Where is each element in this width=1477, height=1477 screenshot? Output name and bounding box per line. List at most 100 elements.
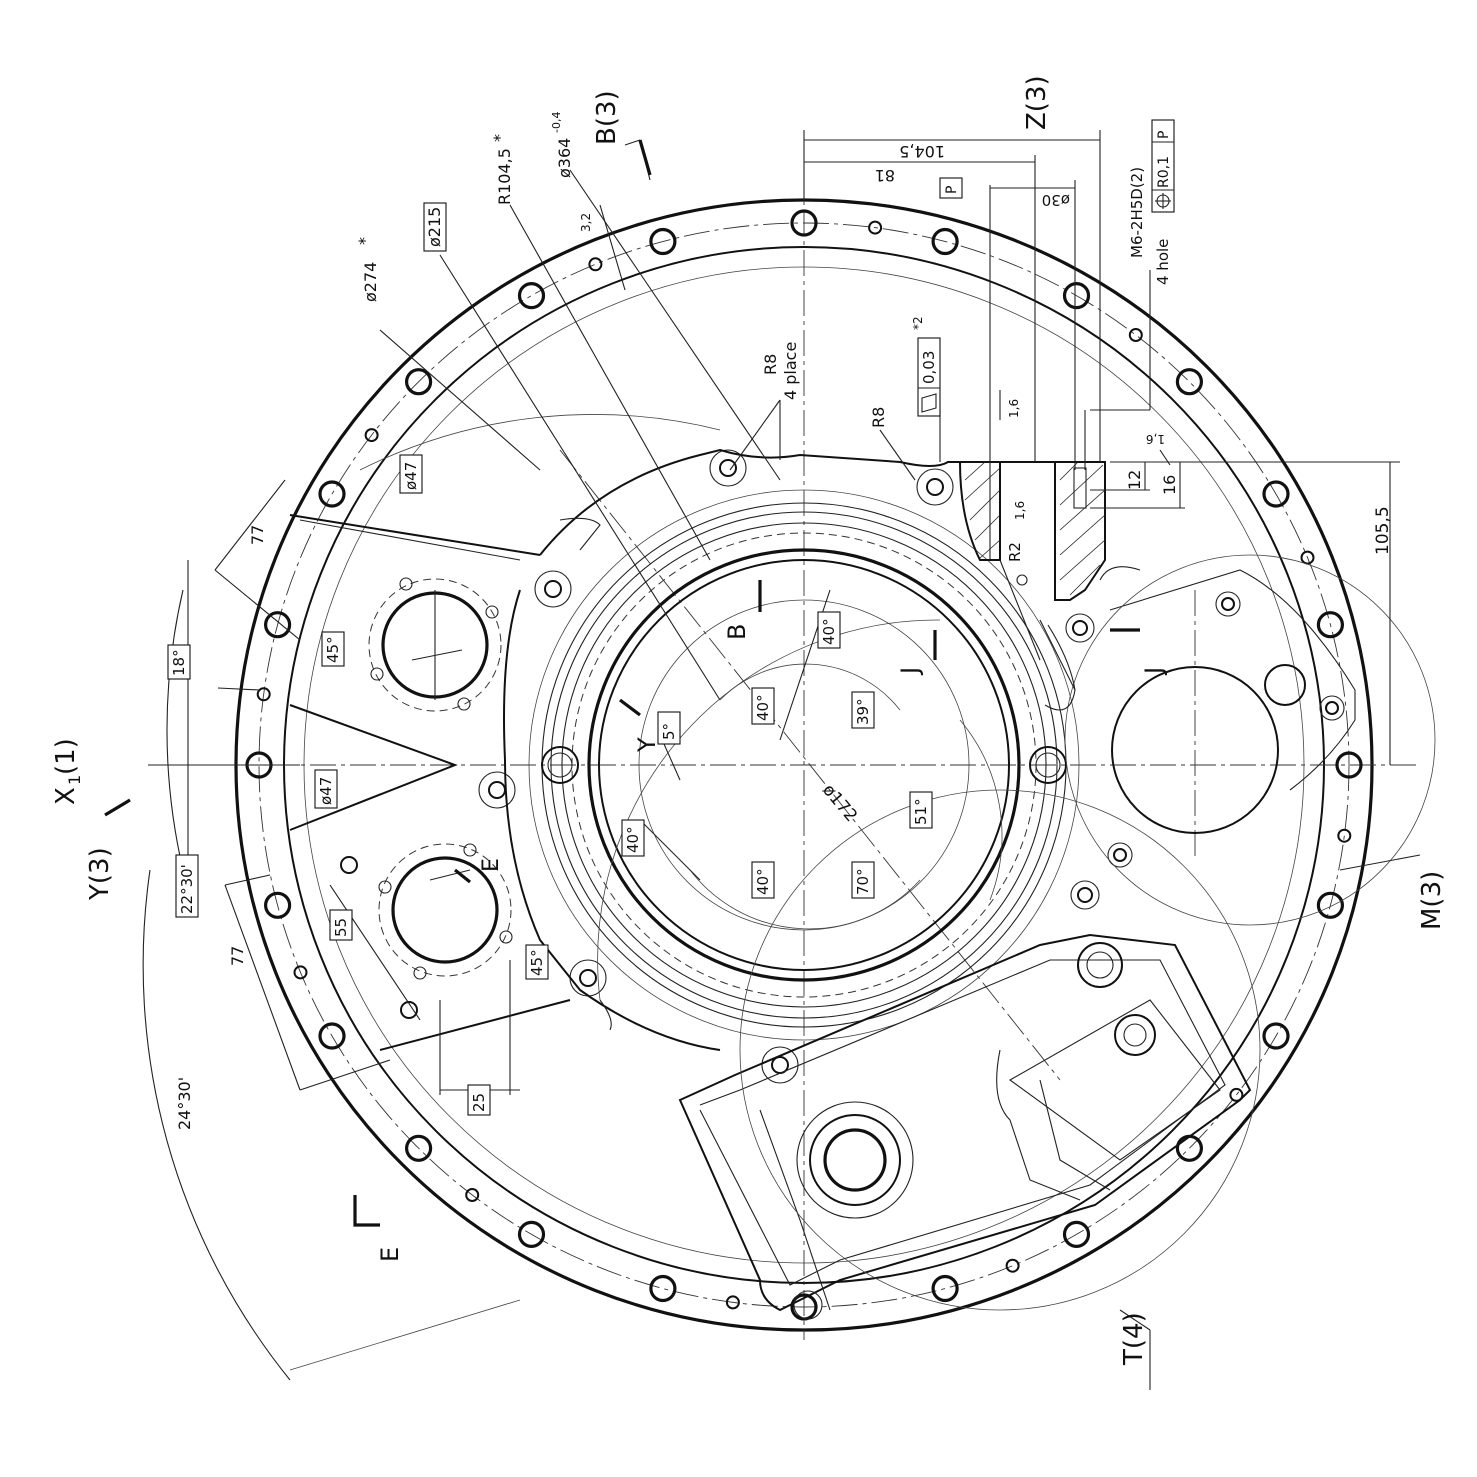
- dim-40-deg-b: 40°: [754, 694, 772, 721]
- bolt-hole: [931, 1274, 959, 1303]
- dim-r104-star: *: [490, 134, 509, 142]
- pilot-hole: [868, 220, 883, 235]
- datum-p-box: P: [944, 186, 960, 194]
- section-arrows: [104, 139, 1140, 1227]
- dim-24-30: 24°30': [175, 1077, 194, 1130]
- bolt-hole: [405, 1134, 433, 1162]
- dim-77-top: 77: [248, 525, 267, 545]
- bolt-hole: [931, 227, 959, 256]
- label-section-b: B: [723, 624, 751, 640]
- dim-81: 81: [875, 166, 895, 185]
- dim-25: 25: [470, 1093, 488, 1112]
- label-section-y: Y: [633, 737, 661, 753]
- dim-51-deg: 51°: [912, 798, 930, 825]
- bolt-hole: [264, 611, 292, 639]
- construction-arcs: [289, 414, 1003, 1371]
- bolt-hole: [790, 209, 818, 237]
- bolt-holes: [245, 209, 1363, 1321]
- pilot-hole: [293, 965, 308, 980]
- dim-r104: R104,5: [495, 148, 514, 205]
- label-section-e: E: [376, 1247, 404, 1262]
- pilot-hole: [725, 1295, 740, 1310]
- radius-r8-4place-note: 4 place: [781, 342, 800, 400]
- dimension-lines: [142, 130, 1421, 1390]
- center-lines: [150, 130, 1420, 1340]
- bolt-hole: [318, 480, 346, 508]
- bolt-hole: [1175, 368, 1204, 396]
- pump-body: [678, 789, 1261, 1320]
- dim-104-5: 104,5: [899, 142, 945, 161]
- dim-45-top: 45°: [324, 636, 342, 663]
- bolt-hole: [264, 891, 292, 919]
- pilot-hole: [364, 428, 379, 443]
- hole-count: 4 hole: [1154, 239, 1172, 285]
- bolt-hole: [318, 1022, 346, 1050]
- radius-r8-4place: R8: [761, 354, 780, 375]
- label-section-e-top: E: [479, 858, 504, 872]
- dim-55: 55: [332, 918, 350, 937]
- label-section-j-left: J: [896, 667, 924, 676]
- label-z3: Z(3): [1022, 75, 1052, 130]
- bolt-hole: [790, 1293, 818, 1321]
- bolt-hole: [517, 282, 546, 310]
- dim-18-deg: 18°: [170, 649, 188, 676]
- radius-r2: R2: [1006, 542, 1024, 562]
- dim-d30: ø30: [1042, 191, 1070, 209]
- pilot-hole: [1005, 1258, 1020, 1273]
- bolt-hole: [1262, 1022, 1290, 1050]
- dim-40-deg-c: 40°: [624, 826, 642, 853]
- pilot-hole: [1128, 328, 1143, 342]
- dim-d274-star: *: [355, 237, 374, 245]
- dim-12: 12: [1125, 470, 1144, 490]
- pilot-hole: [1229, 1087, 1244, 1102]
- central-bore: [528, 489, 1080, 1041]
- bolt-hole: [1316, 891, 1345, 919]
- dim-d47-bottom: ø47: [317, 777, 335, 805]
- pilot-hole: [465, 1188, 480, 1202]
- radius-r8: R8: [869, 407, 888, 428]
- rough-1-6-c: 1,6: [1146, 432, 1165, 446]
- bolt-hole: [1062, 282, 1091, 310]
- thread-spec: M6-2H5D(2): [1128, 167, 1146, 258]
- position-datum: P: [1156, 131, 1172, 139]
- dim-40-deg-a: 40°: [820, 618, 838, 645]
- label-x1: X: [51, 787, 81, 805]
- dim-d274: ø274: [361, 262, 380, 302]
- label-x1-sub: 1: [65, 775, 84, 785]
- port-bottom: [340, 843, 513, 1019]
- pilot-hole: [588, 257, 603, 272]
- bolt-hole: [517, 1220, 546, 1249]
- bolt-hole: [1335, 751, 1363, 779]
- side-bore: [1064, 554, 1436, 926]
- dim-d215: ø215: [425, 207, 444, 247]
- label-t4: T(4): [1119, 1312, 1149, 1366]
- bolt-hole: [649, 227, 677, 256]
- bolt-hole: [405, 368, 433, 396]
- reference-labels: X 1 (1) Y(3) B(3) Z(3) M(3) T(4) E E B Y…: [51, 75, 1447, 1366]
- dim-16: 16: [1160, 475, 1179, 495]
- dim-d364: ø364: [555, 138, 574, 178]
- dim-d47-top: ø47: [402, 462, 420, 490]
- flatness-note: *2: [911, 316, 925, 330]
- label-y3: Y(3): [85, 847, 115, 901]
- dim-105-5: 105,5: [1373, 506, 1393, 555]
- pilot-hole: [256, 687, 271, 702]
- dimension-labels: ø274 * ø215 R104,5 * ø364 -0,4 3,2 104,5…: [167, 112, 1393, 1130]
- bolt-hole: [1062, 1220, 1091, 1249]
- rough-3-2: 3,2: [579, 213, 593, 232]
- rough-1-6-a: 1,6: [1007, 399, 1021, 418]
- position-tolerance: R0,1: [1156, 156, 1172, 188]
- bolt-hole: [649, 1274, 677, 1303]
- pilot-hole: [1337, 828, 1352, 843]
- dim-40-deg-d: 40°: [754, 868, 772, 895]
- rough-1-6-b: 1,6: [1013, 501, 1027, 520]
- dim-39-deg: 39°: [854, 698, 872, 725]
- dim-22-30: 22°30': [178, 864, 196, 914]
- label-b3: B(3): [592, 90, 622, 145]
- section-hatch: [958, 410, 1106, 711]
- dim-d364-tol: -0,4: [550, 112, 563, 133]
- dim-70-deg: 70°: [854, 868, 872, 895]
- dim-5-deg: 5°: [660, 723, 678, 740]
